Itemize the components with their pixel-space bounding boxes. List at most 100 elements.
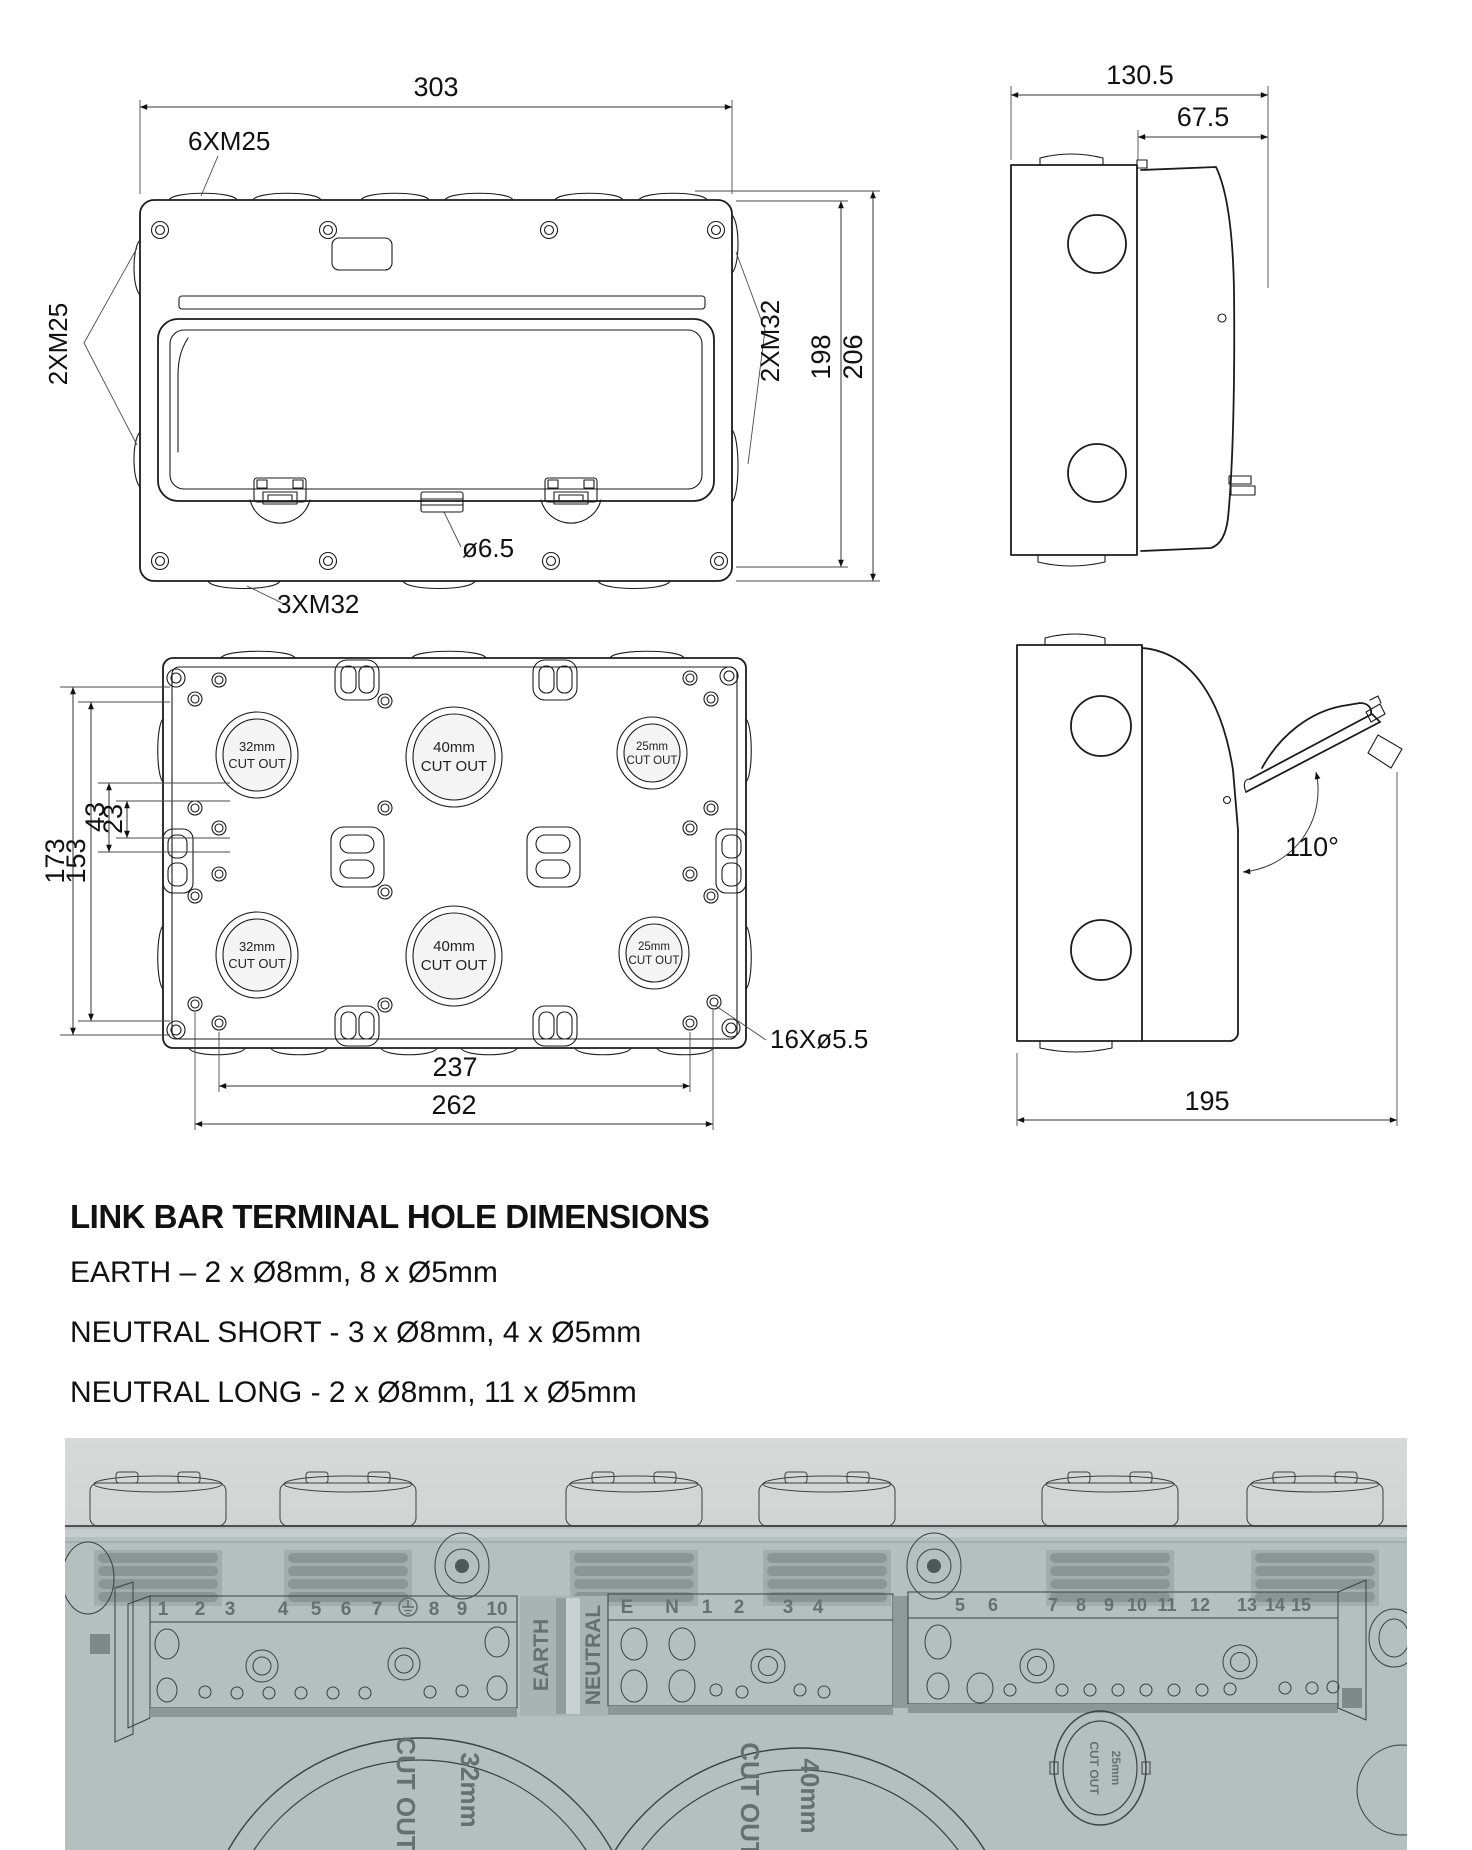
label-3xm32-text: 3XM32	[277, 589, 359, 619]
label-2xm25: 2XM25	[43, 247, 138, 446]
dim-height-198: 198	[736, 200, 848, 568]
short-bar-label: 1	[702, 1597, 713, 1618]
notes-line-earth: EARTH – 2 x Ø8mm, 8 x Ø5mm	[70, 1256, 498, 1289]
dim-label-130-5: 130.5	[1106, 60, 1174, 90]
screw-post	[906, 1532, 962, 1600]
cutout-size: 25mm	[636, 741, 668, 753]
cutout-text: CUT OUT	[228, 756, 286, 771]
dim-label-23: 23	[98, 804, 128, 834]
din-rail-features	[330, 826, 581, 888]
ribs	[1251, 1550, 1379, 1606]
closed-lid-profile	[1136, 159, 1256, 552]
notes-line-neutral-short: NEUTRAL SHORT - 3 x Ø8mm, 4 x Ø5mm	[70, 1316, 642, 1349]
earth-num: 8	[429, 1599, 440, 1620]
cutout-size: 40mm	[433, 739, 475, 756]
dim-173: 173	[40, 686, 170, 1036]
center-clip	[420, 491, 464, 513]
cutout-text: CUT OUT	[629, 955, 680, 967]
lid-window	[157, 295, 715, 502]
long-bar-num: 7	[1048, 1595, 1058, 1615]
earth-num: 5	[311, 1599, 322, 1620]
long-bar-num: 14	[1265, 1595, 1285, 1615]
ribs	[1046, 1550, 1174, 1606]
link-bar-notes: LINK BAR TERMINAL HOLE DIMENSIONS EARTH …	[70, 1198, 710, 1436]
short-bar-label: E	[621, 1597, 634, 1618]
cap-1	[89, 1471, 227, 1527]
earth-num: 7	[372, 1599, 383, 1620]
dim-262: 262	[194, 1010, 714, 1130]
dim-label-43: 43	[80, 802, 110, 832]
earth-num: 6	[341, 1599, 352, 1620]
ribs	[94, 1550, 222, 1606]
long-bar-num: 11	[1157, 1595, 1176, 1615]
cutout-32mm-top: 32mm CUT OUT	[215, 711, 299, 799]
short-bar-label: 3	[783, 1597, 794, 1618]
long-bar-num: 12	[1190, 1595, 1210, 1615]
cutout-32mm-bottom: 32mm CUT OUT	[215, 911, 299, 999]
render-cutout-32mm: CUT OUT 32mm	[227, 1736, 613, 1850]
cutout-size: 25mm	[638, 941, 670, 953]
dim-label-206: 206	[838, 334, 868, 379]
label-6xm25: 6XM25	[188, 126, 270, 197]
dim-angle-110: 110°	[1242, 771, 1339, 875]
dim-label-67-5: 67.5	[1177, 102, 1230, 132]
base-view: 32mm CUT OUT 40mm CUT OUT 25mm CUT OUT 3…	[40, 650, 868, 1130]
long-bar-num: 8	[1076, 1595, 1086, 1615]
screw-post	[434, 1532, 490, 1600]
cap-3	[565, 1471, 703, 1527]
cutout-40mm-top: 40mm CUT OUT	[405, 706, 503, 808]
dim-label-262: 262	[431, 1090, 476, 1120]
label-hole-6-5-text: ø6.5	[462, 533, 514, 563]
label-2xm32-text: 2XM32	[755, 300, 785, 382]
earth-num: 3	[225, 1599, 236, 1620]
cutout-25mm-bottom: 25mm CUT OUT	[618, 916, 690, 990]
label-6xm25-text: 6XM25	[188, 126, 270, 156]
long-bar-num: 9	[1104, 1595, 1114, 1615]
cutout-text: CUT OUT	[228, 956, 286, 971]
cutout-size: 40mm	[433, 938, 475, 955]
ribs	[284, 1550, 412, 1606]
side-knockouts	[133, 214, 739, 503]
open-door	[1141, 647, 1239, 1042]
front-screw-holes	[150, 220, 729, 571]
bar-gap	[893, 1596, 908, 1708]
earth-num: 10	[486, 1599, 507, 1620]
render-cutout-size: 25mm	[1109, 1751, 1123, 1786]
neutral-short-bar: E N 1 2 3 4	[607, 1593, 894, 1715]
mounting-holes	[187, 670, 722, 1031]
dim-lid-67-5: 67.5	[1137, 102, 1268, 160]
label-2xm25-text: 2XM25	[43, 303, 73, 385]
left-wall	[65, 1541, 134, 1743]
cap-5	[1041, 1471, 1179, 1527]
dim-label-198: 198	[806, 334, 836, 379]
cap-6	[1246, 1471, 1384, 1527]
earth-num: 2	[195, 1599, 206, 1620]
earth-num: 9	[457, 1599, 468, 1620]
earth-num: 4	[278, 1599, 289, 1620]
dim-label-173: 173	[40, 838, 70, 883]
short-bar-label: N	[665, 1597, 679, 1618]
dimension-drawing: 303 6XM25 2XM25 2XM32 3XM32 ø6.5	[40, 60, 1403, 1130]
earth-num: 1	[158, 1599, 169, 1620]
neutral-molded-label: NEUTRAL	[582, 1605, 605, 1705]
right-wall	[1337, 1579, 1407, 1836]
dim-153: 153	[61, 701, 170, 1022]
long-bar-num: 6	[988, 1595, 998, 1615]
knockout-caps	[89, 1471, 1384, 1527]
cap-2	[279, 1471, 417, 1527]
long-bar-num: 10	[1127, 1595, 1147, 1615]
cutout-text: CUT OUT	[421, 758, 487, 775]
render-cutout-text: CUT OUT	[1087, 1741, 1101, 1795]
render-cutout-text: CUT OUT	[391, 1736, 421, 1850]
dim-label-237: 237	[432, 1052, 477, 1082]
dim-depth-130-5: 130.5	[1010, 60, 1269, 288]
label-16x5-5-text: 16Xø5.5	[770, 1024, 868, 1054]
short-bar-label: 2	[734, 1597, 745, 1618]
earth-molded-label: EARTH	[530, 1619, 553, 1691]
notes-heading: LINK BAR TERMINAL HOLE DIMENSIONS	[70, 1198, 710, 1235]
dim-height-206: 206	[695, 190, 880, 582]
render-cutout-size: 32mm	[455, 1752, 485, 1827]
terminal-bar-render: 1 2 3 4 5 6 7 8 9 10	[65, 1438, 1407, 1850]
base-edge-knockouts	[157, 650, 752, 1056]
